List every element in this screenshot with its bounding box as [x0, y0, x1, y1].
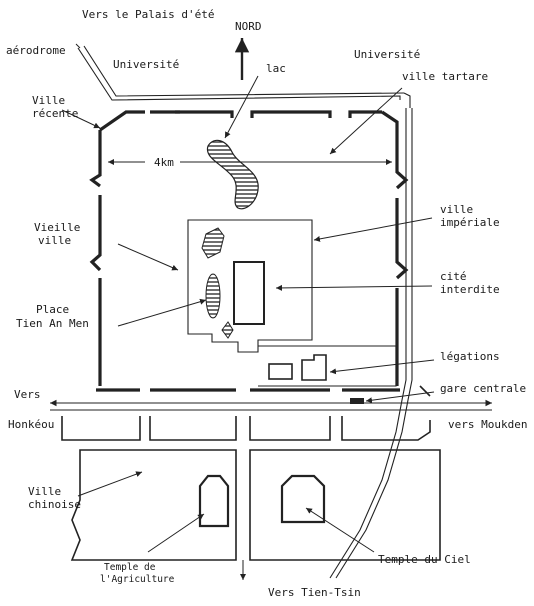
label-old-city-2: ville [38, 234, 71, 247]
label-chinese-city-1: Ville [28, 485, 61, 498]
label-old-city-1: Vieille [34, 221, 80, 234]
label-university-right: Université [354, 48, 420, 61]
temple-agriculture-shape [198, 474, 230, 528]
label-legations: légations [440, 350, 500, 363]
label-scale: 4km [154, 156, 174, 169]
imperial-city-outline [187, 219, 313, 353]
label-temple-agriculture-2: l'Agriculture [100, 574, 175, 585]
label-square-2: Tien An Men [16, 317, 89, 330]
label-airfield: aérodrome [6, 44, 66, 57]
legations-area [258, 345, 397, 387]
summer-palace-road [77, 45, 411, 108]
label-to-west: Vers [14, 388, 41, 401]
label-west-dest: Honkéou [8, 418, 54, 431]
imperial-lake-middle [205, 273, 221, 319]
central-station-marker [350, 398, 364, 404]
label-summer-palace: Vers le Palais d'été [82, 8, 214, 21]
label-north: NORD [235, 20, 262, 33]
label-university-left: Université [113, 58, 179, 71]
label-new-city-2: récente [32, 107, 78, 120]
label-chinese-city-2: chinoise [28, 498, 81, 511]
label-temple-heaven: Temple du Ciel [378, 553, 471, 566]
label-lake: lac [266, 62, 286, 75]
label-square-1: Place [36, 303, 69, 316]
label-to-tientsin: Vers Tien-Tsin [268, 586, 361, 599]
railway-tientsin [329, 108, 413, 579]
imperial-lake-south [221, 321, 234, 339]
temple-heaven-shape [280, 474, 326, 524]
label-forbidden-city-2: interdite [440, 283, 500, 296]
forbidden-city-rect [233, 261, 265, 325]
label-temple-agriculture-1: Temple de [104, 562, 156, 573]
label-central-station: gare centrale [440, 382, 526, 395]
railway-east-west [50, 399, 492, 411]
leader-lines [61, 43, 435, 553]
label-tartar-city: ville tartare [402, 70, 488, 83]
label-to-mukden: vers Moukden [448, 418, 527, 431]
label-imperial-city-2: impériale [440, 216, 500, 229]
chinese-city-wall [61, 385, 441, 580]
label-forbidden-city-1: cité [440, 270, 467, 283]
label-new-city-1: Ville [32, 94, 65, 107]
tartar-city-wall [89, 110, 409, 392]
imperial-lake-north [201, 227, 225, 259]
label-imperial-city-1: ville [440, 203, 473, 216]
lake-shape [206, 139, 259, 210]
